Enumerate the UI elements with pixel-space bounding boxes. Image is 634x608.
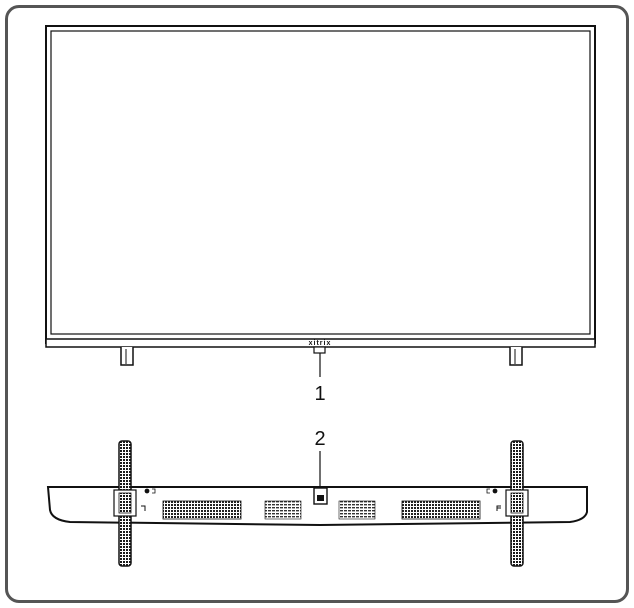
right-screw-marker [486,488,498,494]
left-screw-marker [144,488,156,494]
right-side-mark [496,505,501,511]
tv-bottom-view [46,440,588,567]
callout-2: 2 [314,428,326,487]
right-stand-insert [510,492,524,514]
left-foot [120,347,134,366]
left-stand-insert [118,492,132,514]
callout-1: 1 [314,353,326,405]
tv-screen [50,30,591,335]
center-left-vent [264,500,302,520]
right-speaker-grille [401,500,481,520]
right-foot [509,347,523,366]
brand-logo: xitrix [309,340,332,347]
center-right-vent [338,500,376,520]
left-speaker-grille [162,500,242,520]
tv-front-view: xitrix [45,25,596,366]
callout-1-label: 1 [314,383,325,405]
left-side-mark [141,505,146,511]
callout-2-label: 2 [314,428,325,450]
remote-sensor [313,346,326,354]
bottom-sensor [313,487,328,505]
